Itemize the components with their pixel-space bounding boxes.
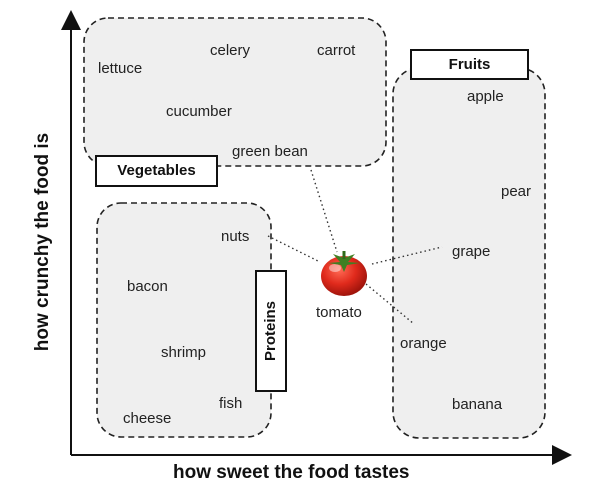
connector-green-bean [310,169,338,253]
y-axis-label: how crunchy the food is [32,132,53,352]
fruits-label: Fruits [410,49,529,80]
fruit-item: pear [501,183,532,200]
vegetable-item: lettuce [98,60,143,77]
vegetable-item: carrot [317,42,356,59]
tomato-label: tomato [316,304,362,321]
vegetable-item: celery [210,42,251,59]
protein-item: cheese [123,410,172,427]
proteins-region [96,202,272,438]
vegetables-label: Vegetables [95,155,218,187]
protein-item: fish [219,395,243,412]
vegetable-item: green bean [232,143,308,160]
vegetable-item: cucumber [166,103,232,120]
proteins-label-text: Proteins [262,300,280,362]
proteins-label: Proteins [255,270,287,392]
fruit-item: grape [452,243,491,260]
protein-item: bacon [127,278,168,295]
fruit-item: banana [452,396,503,413]
connector-nuts [267,235,321,263]
tomato-icon [321,251,367,296]
vegetables-region [83,17,387,167]
protein-item: nuts [221,228,250,245]
x-axis-label: how sweet the food tastes [173,462,410,483]
fruit-item: apple [467,88,504,105]
connector-grape [371,246,443,265]
protein-item: shrimp [161,344,207,361]
connector-orange [365,283,415,325]
fruit-item: orange [400,335,447,352]
